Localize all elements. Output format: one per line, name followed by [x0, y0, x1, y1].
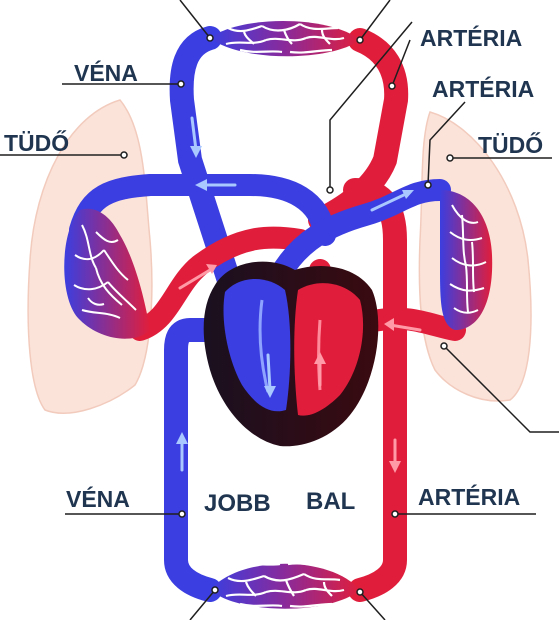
- label-jobb: JOBB: [204, 490, 271, 517]
- flow-arrows: [176, 116, 422, 473]
- label-vena-bottom: VÉNA: [66, 485, 130, 512]
- pulmonary-artery-left: [129, 226, 311, 341]
- upper-capillary-bed: [210, 20, 360, 57]
- pulmonary-artery-right: [269, 179, 451, 286]
- label-arteria-top-2: ARTÉRIA: [432, 75, 534, 102]
- left-ventricle: [294, 283, 364, 416]
- label-tudo-left: TÜDŐ: [4, 129, 69, 156]
- left-lung-capillaries: [64, 208, 150, 339]
- label-arteria-bottom: ARTÉRIA: [418, 483, 520, 510]
- lower-capillary-bed: [210, 562, 360, 609]
- label-bal: BAL: [306, 488, 355, 515]
- label-vena-top: VÉNA: [74, 59, 138, 86]
- heart: [203, 261, 379, 447]
- leader-dots: [120, 34, 454, 596]
- systemic-artery: [308, 28, 409, 602]
- right-lung-capillaries: [440, 190, 493, 330]
- label-arteria-top-1: ARTÉRIA: [420, 24, 522, 51]
- label-tudo-right: TÜDŐ: [478, 131, 543, 158]
- right-ventricle: [223, 278, 291, 412]
- pulmonary-vein-left: [69, 174, 336, 246]
